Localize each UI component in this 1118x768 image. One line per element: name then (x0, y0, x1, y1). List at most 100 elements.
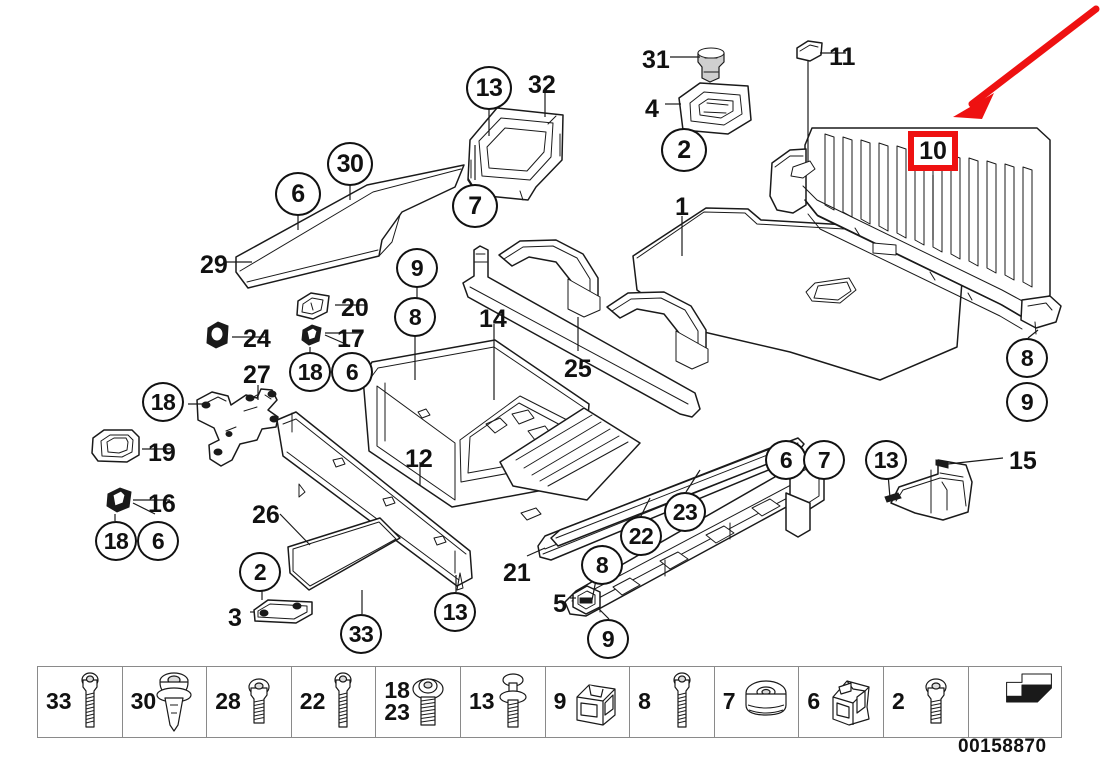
part-corner-trim-15 (884, 459, 973, 521)
part-bracket-3 (253, 599, 313, 624)
grommet-plug-icon (738, 667, 794, 737)
callout-13: 13 (466, 66, 512, 110)
callout-2: 2 (239, 552, 281, 592)
part-hinge-bracket-27 (196, 388, 279, 467)
label-12: 12 (405, 445, 433, 473)
callout-13: 13 (865, 440, 907, 480)
direction-arrow-icon (1001, 667, 1057, 737)
label-25: 25 (564, 355, 592, 383)
part-knob-31 (697, 47, 725, 83)
callout-9: 9 (396, 248, 438, 288)
clip-bracket-icon (823, 667, 879, 737)
label-3: 3 (228, 604, 242, 632)
part-clip-24 (206, 321, 229, 349)
expanding-rivet-icon (146, 667, 202, 737)
legend-number: 8 (638, 688, 651, 715)
diagram-number: 00158870 (958, 736, 1047, 757)
legend-cell-arrow (969, 667, 1061, 737)
legend-cell-9: 9 (546, 667, 631, 737)
callout-13: 13 (434, 592, 476, 632)
label-29: 29 (200, 251, 228, 279)
red-arrow-icon (953, 5, 1100, 119)
label-27: 27 (243, 361, 271, 389)
callout-8: 8 (394, 297, 436, 337)
highlight-box-10: 10 (908, 131, 958, 171)
part-strap-loops-25 (462, 239, 709, 418)
part-plug-11 (796, 40, 823, 62)
callout-6: 6 (275, 172, 321, 216)
label-24: 24 (243, 325, 271, 353)
callout-2: 2 (661, 128, 707, 172)
callout-9: 9 (587, 619, 629, 659)
callout-23: 23 (664, 492, 706, 532)
legend-number: 30 (130, 688, 157, 715)
screw-short-icon (908, 667, 964, 737)
label-16: 16 (148, 490, 176, 518)
legend-cell-22: 22 (292, 667, 377, 737)
label-11: 11 (829, 43, 856, 71)
part-clip-16 (106, 487, 132, 513)
legend-number: 9 (553, 688, 567, 715)
legend-number: 7 (722, 688, 736, 715)
legend-cell-28: 28 (207, 667, 292, 737)
callout-6: 6 (765, 440, 807, 480)
label-14: 14 (479, 305, 507, 333)
callout-9: 9 (1006, 382, 1048, 422)
legend-cell-8: 8 (630, 667, 715, 737)
label-5: 5 (553, 590, 567, 618)
screw-short-icon (231, 667, 287, 737)
label-4: 4 (645, 95, 659, 123)
part-storage-tray-32 (467, 107, 564, 201)
part-rear-partition-10 (769, 127, 1062, 335)
label-1: 1 (675, 193, 689, 221)
part-clip-17 (301, 324, 322, 346)
callout-7: 7 (452, 184, 498, 228)
label-15: 15 (1009, 447, 1037, 475)
label-17: 17 (337, 325, 365, 353)
legend-number: 13 (468, 688, 495, 715)
label-31: 31 (642, 46, 670, 74)
hardware-legend: 33 30 28 22 18 23 13 (37, 666, 1062, 738)
callout-8: 8 (1006, 338, 1048, 378)
legend-number: 6 (807, 688, 821, 715)
callout-30: 30 (327, 142, 373, 186)
label-26: 26 (252, 501, 280, 529)
screw-long-icon (654, 667, 710, 737)
label-32: 32 (528, 71, 556, 99)
callout-8: 8 (581, 545, 623, 585)
label-19: 19 (148, 439, 176, 467)
part-cover-19 (91, 429, 140, 463)
legend-number: 18 23 (384, 677, 410, 725)
legend-cell-13: 13 (461, 667, 546, 737)
screw-long-icon (62, 667, 118, 737)
part-mat-26 (287, 517, 401, 591)
clip-block-icon (569, 667, 625, 737)
screw-flange-icon (400, 667, 456, 737)
part-clip-20 (296, 292, 330, 320)
legend-number: 2 (891, 688, 905, 715)
callout-6: 6 (331, 352, 373, 392)
legend-cell-6: 6 (799, 667, 884, 737)
legend-number: 22 (299, 688, 326, 715)
callout-7: 7 (803, 440, 845, 480)
callout-18: 18 (95, 521, 137, 561)
legend-cell-33: 33 (38, 667, 123, 737)
label-21: 21 (503, 559, 531, 587)
part-handle-cover-4 (678, 82, 752, 135)
part-trim-strip-29 (235, 164, 465, 289)
callout-18: 18 (289, 352, 331, 392)
legend-cell-7: 7 (715, 667, 800, 737)
callout-22: 22 (620, 516, 662, 556)
callout-18: 18 (142, 382, 184, 422)
legend-cell-18-23: 18 23 (376, 667, 461, 737)
legend-number: 33 (46, 688, 72, 715)
legend-number: 28 (215, 688, 241, 715)
callout-33: 33 (340, 614, 382, 654)
legend-cell-30: 30 (123, 667, 208, 737)
part-side-trim-12 (276, 411, 473, 591)
screw-long-icon (315, 667, 371, 737)
label-20: 20 (341, 294, 369, 322)
callout-6: 6 (137, 521, 179, 561)
